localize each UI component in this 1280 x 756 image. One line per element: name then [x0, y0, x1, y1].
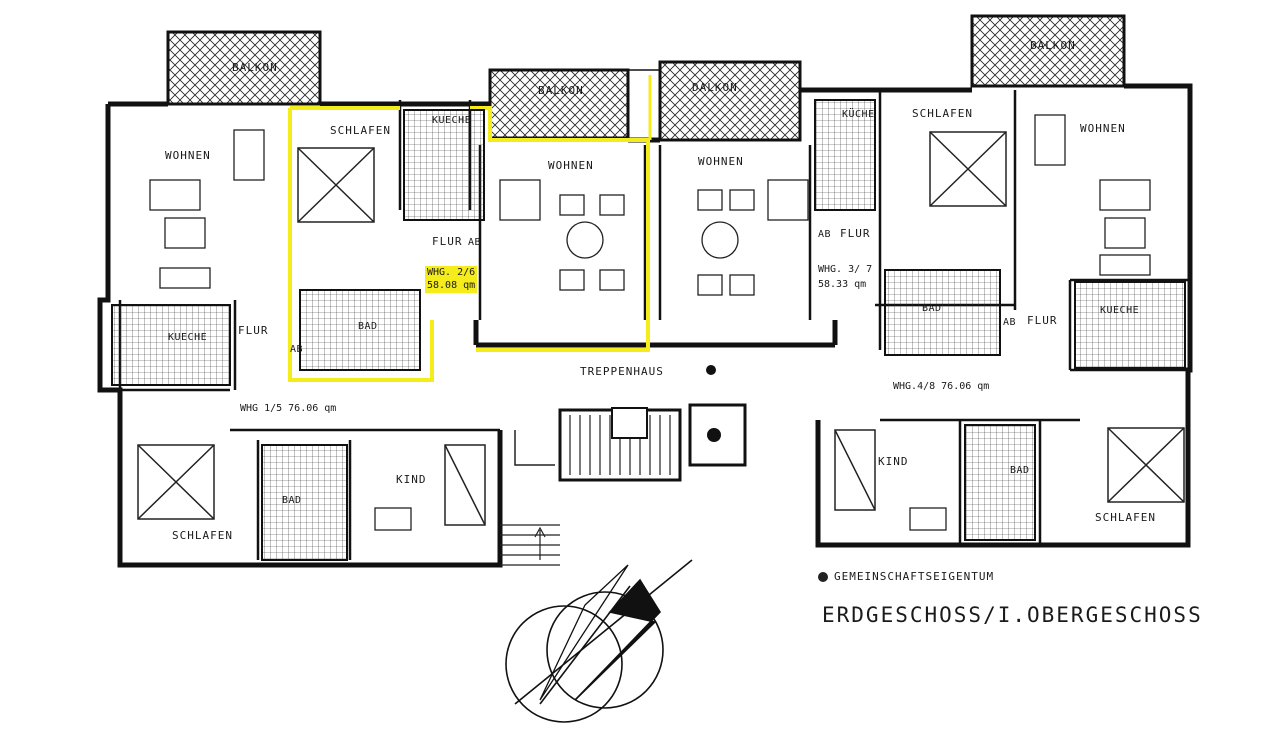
room-label-wohnen-3: WOHNEN	[698, 155, 744, 168]
room-label-balkon-4: BALKON	[1030, 39, 1076, 52]
room-label-treppenhaus: TREPPENHAUS	[580, 365, 664, 378]
compass-rose-icon	[505, 559, 693, 723]
room-label-kind-2: KIND	[878, 455, 909, 468]
room-label-kind-1: KIND	[396, 473, 427, 486]
room-label-bad-2: BAD	[922, 303, 942, 314]
room-label-bad-4: BAD	[1010, 465, 1030, 476]
room-label-ab-1: AB	[468, 237, 482, 248]
room-label-kueche-3: KUECHE	[168, 332, 208, 343]
furniture-symbols	[149, 114, 1151, 531]
room-label-kueche-2: KÜCHE	[842, 109, 875, 120]
unit-id-whg-3-7: WHG. 3/ 7	[818, 264, 873, 275]
unit-label-whg-3-7: WHG. 3/ 7 58.33 qm	[818, 262, 872, 292]
room-label-schlafen-3: SCHLAFEN	[172, 529, 233, 542]
room-label-ab-3: AB	[290, 344, 304, 355]
room-label-wohnen-2: WOHNEN	[548, 159, 594, 172]
room-label-flur-1: FLUR	[432, 235, 463, 248]
unit-label-whg-4-8: WHG.4/8 76.06 qm	[893, 381, 990, 392]
room-label-balkon-3: DALKON	[692, 81, 738, 94]
room-label-ab-2: AB	[818, 229, 832, 240]
balcony-areas	[166, 14, 1126, 142]
room-label-flur-3: FLUR	[238, 324, 269, 337]
room-label-schlafen-1: SCHLAFEN	[330, 124, 391, 137]
gemeinschaftseigentum-symbol-icon	[707, 428, 721, 442]
tiled-areas	[111, 99, 1186, 561]
gemeinschaftseigentum-legend-icon	[818, 571, 828, 582]
unit-area-whg-2-6: 58.08 qm	[427, 279, 476, 291]
room-label-bad-1: BAD	[358, 321, 378, 332]
room-label-flur-2: FLUR	[840, 227, 871, 240]
room-label-balkon-2: BALKON	[538, 84, 584, 97]
room-label-bad-3: BAD	[282, 495, 302, 506]
room-label-wohnen-4: WOHNEN	[1080, 122, 1126, 135]
room-label-balkon-1: BALKON	[232, 61, 278, 74]
room-label-kueche-1: KUECHE	[432, 115, 472, 126]
staircase	[500, 407, 671, 566]
treppenhaus-symbol-icon	[706, 365, 716, 375]
floor-title: ERDGESCHOSS/I.OBERGESCHOSS	[822, 603, 1203, 627]
bed-symbols	[137, 131, 1185, 526]
room-label-flur-4: FLUR	[1027, 314, 1058, 327]
legend-text: GEMEINSCHAFTSEIGENTUM	[834, 570, 995, 583]
unit-label-whg-1-5: WHG 1/5 76.06 qm	[240, 403, 337, 414]
room-label-schlafen-2: SCHLAFEN	[912, 107, 973, 120]
room-label-schlafen-4: SCHLAFEN	[1095, 511, 1156, 524]
room-label-wohnen-1: WOHNEN	[165, 149, 211, 162]
room-label-ab-4: AB	[1003, 317, 1017, 328]
highlighted-apartment-outline	[288, 75, 652, 382]
unit-id-whg-2-6: WHG. 2/6	[427, 267, 476, 278]
unit-label-whg-2-6: WHG. 2/6 58.08 qm	[425, 266, 478, 293]
legend: GEMEINSCHAFTSEIGENTUM	[818, 570, 994, 583]
room-label-kueche-4: KUECHE	[1100, 305, 1140, 316]
unit-area-whg-3-7: 58.33 qm	[818, 279, 867, 290]
